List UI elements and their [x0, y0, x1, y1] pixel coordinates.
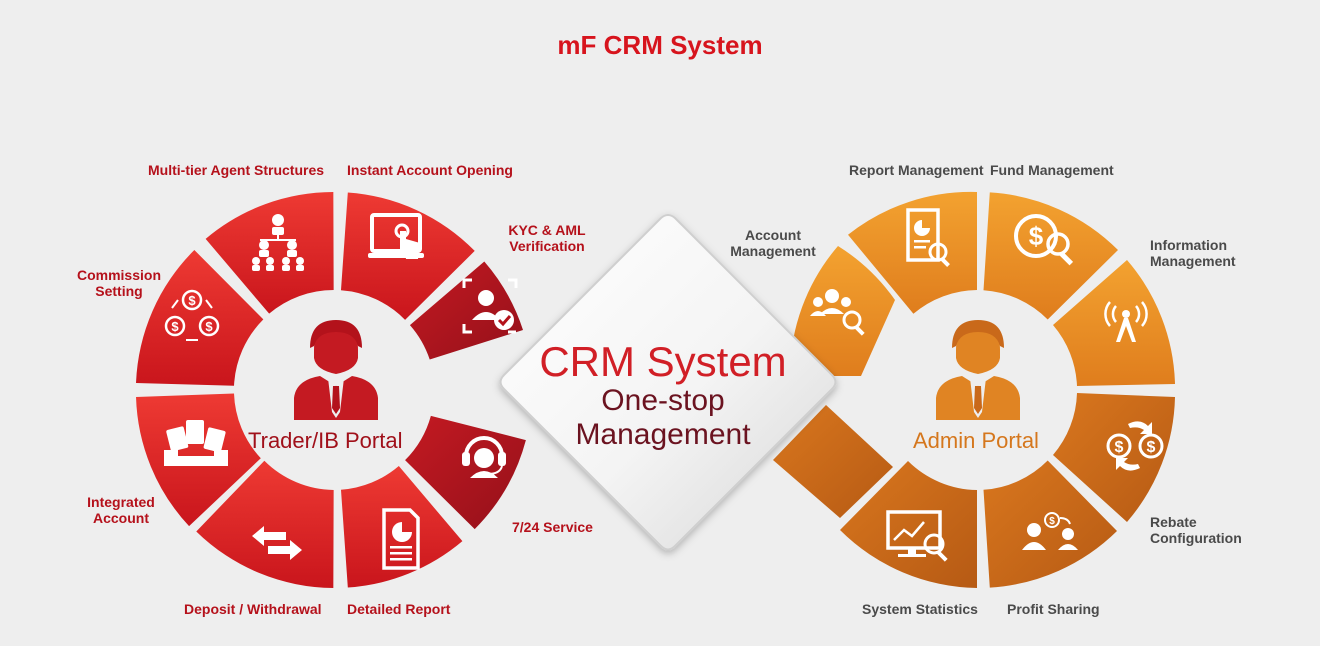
label-information-management-line1: Information — [1150, 237, 1227, 253]
segment-profit-sharing[interactable] — [983, 460, 1118, 588]
label-commission-setting: Commission Setting — [74, 267, 164, 299]
center-diamond — [499, 214, 837, 551]
statistics-monitor-icon — [886, 510, 948, 562]
trader-portal-label: Trader/IB Portal — [248, 428, 403, 453]
label-detailed-report: Detailed Report — [347, 601, 451, 617]
label-kyc-aml-line2: Verification — [509, 238, 585, 254]
label-724-service: 7/24 Service — [512, 519, 593, 535]
profit-sharing-icon: $ — [1022, 512, 1078, 550]
label-profit-sharing: Profit Sharing — [1007, 601, 1100, 617]
segment-information-management[interactable] — [1053, 260, 1175, 386]
svg-text:$: $ — [205, 319, 213, 334]
label-commission-setting-line2: Setting — [95, 283, 143, 299]
trader-person-icon — [294, 320, 378, 420]
commission-cycle-icon: $ $ $ — [164, 289, 220, 341]
svg-text:$: $ — [1147, 439, 1156, 456]
segment-fund-management[interactable] — [983, 192, 1119, 320]
label-account-management-line1: Account — [745, 227, 801, 243]
label-account-management: Account Management — [726, 227, 820, 259]
label-information-management-line2: Management — [1150, 253, 1236, 269]
svg-text:$: $ — [1115, 439, 1124, 456]
center-title: CRM System — [539, 338, 787, 385]
center-subtitle-line1: One-stop — [601, 384, 725, 417]
segment-kyc-aml[interactable] — [409, 261, 523, 360]
report-icon — [382, 508, 420, 570]
label-system-statistics: System Statistics — [862, 601, 978, 617]
rebate-cycle-icon: $ $ — [1106, 421, 1164, 471]
org-chart-icon — [252, 214, 304, 271]
headset-icon — [462, 436, 506, 478]
label-account-management-line2: Management — [730, 243, 816, 259]
admin-person-icon — [936, 320, 1020, 420]
page-title: mF CRM System — [557, 30, 763, 60]
label-fund-management: Fund Management — [990, 162, 1114, 178]
segment-deposit-withdrawal[interactable] — [196, 460, 334, 588]
svg-text:$: $ — [1029, 221, 1044, 251]
label-report-management: Report Management — [849, 162, 984, 178]
label-integrated-account-line1: Integrated — [87, 494, 155, 510]
fund-search-icon: $ — [1014, 214, 1074, 266]
connector-arm — [773, 405, 893, 518]
id-verify-icon — [462, 278, 518, 334]
center-subtitle-line2: Management — [575, 418, 751, 451]
svg-text:$: $ — [1049, 516, 1055, 527]
antenna-icon — [1104, 301, 1148, 342]
label-commission-setting-line1: Commission — [76, 267, 161, 283]
label-multi-tier-agent: Multi-tier Agent Structures — [148, 162, 325, 178]
label-integrated-account: Integrated Account — [76, 494, 166, 526]
segment-account-management[interactable] — [789, 246, 895, 376]
touch-screen-icon — [368, 213, 424, 259]
segment-commission-setting[interactable] — [136, 250, 264, 386]
label-information-management: Information Management — [1150, 237, 1236, 269]
label-rebate-configuration-line1: Rebate — [1150, 514, 1197, 530]
segment-report-management[interactable] — [848, 191, 977, 314]
label-kyc-aml-line1: KYC & AML — [508, 222, 586, 238]
transfer-arrows-icon — [252, 526, 302, 560]
accounts-tray-icon — [164, 420, 228, 466]
label-rebate-configuration: Rebate Configuration — [1150, 514, 1242, 546]
admin-portal-label: Admin Portal — [913, 428, 1039, 453]
label-instant-account-opening: Instant Account Opening — [347, 162, 513, 178]
label-integrated-account-line2: Account — [93, 510, 149, 526]
label-kyc-aml: KYC & AML Verification — [502, 222, 592, 254]
svg-text:$: $ — [171, 319, 179, 334]
report-search-icon — [906, 208, 950, 267]
label-deposit-withdrawal: Deposit / Withdrawal — [184, 601, 322, 617]
svg-text:$: $ — [188, 293, 196, 308]
group-search-icon — [810, 289, 865, 336]
label-rebate-configuration-line2: Configuration — [1150, 530, 1242, 546]
segment-multi-tier-agent[interactable] — [205, 192, 334, 314]
